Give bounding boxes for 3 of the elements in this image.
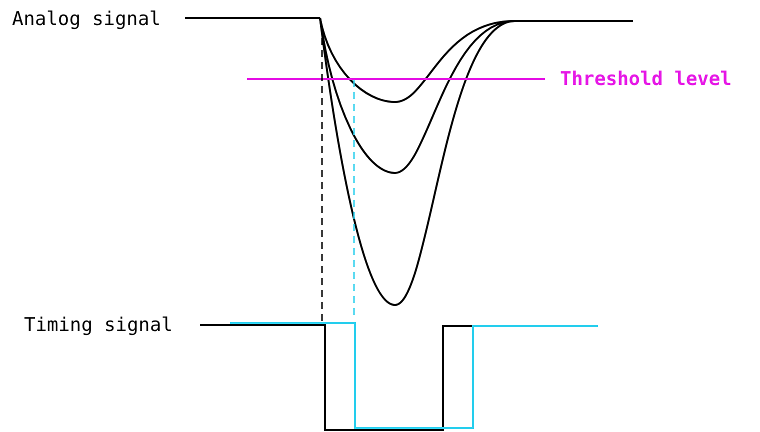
threshold-label: Threshold level <box>560 68 732 90</box>
signal-label: Timing signal <box>24 314 173 336</box>
signal-label: Analog signal <box>12 8 161 30</box>
